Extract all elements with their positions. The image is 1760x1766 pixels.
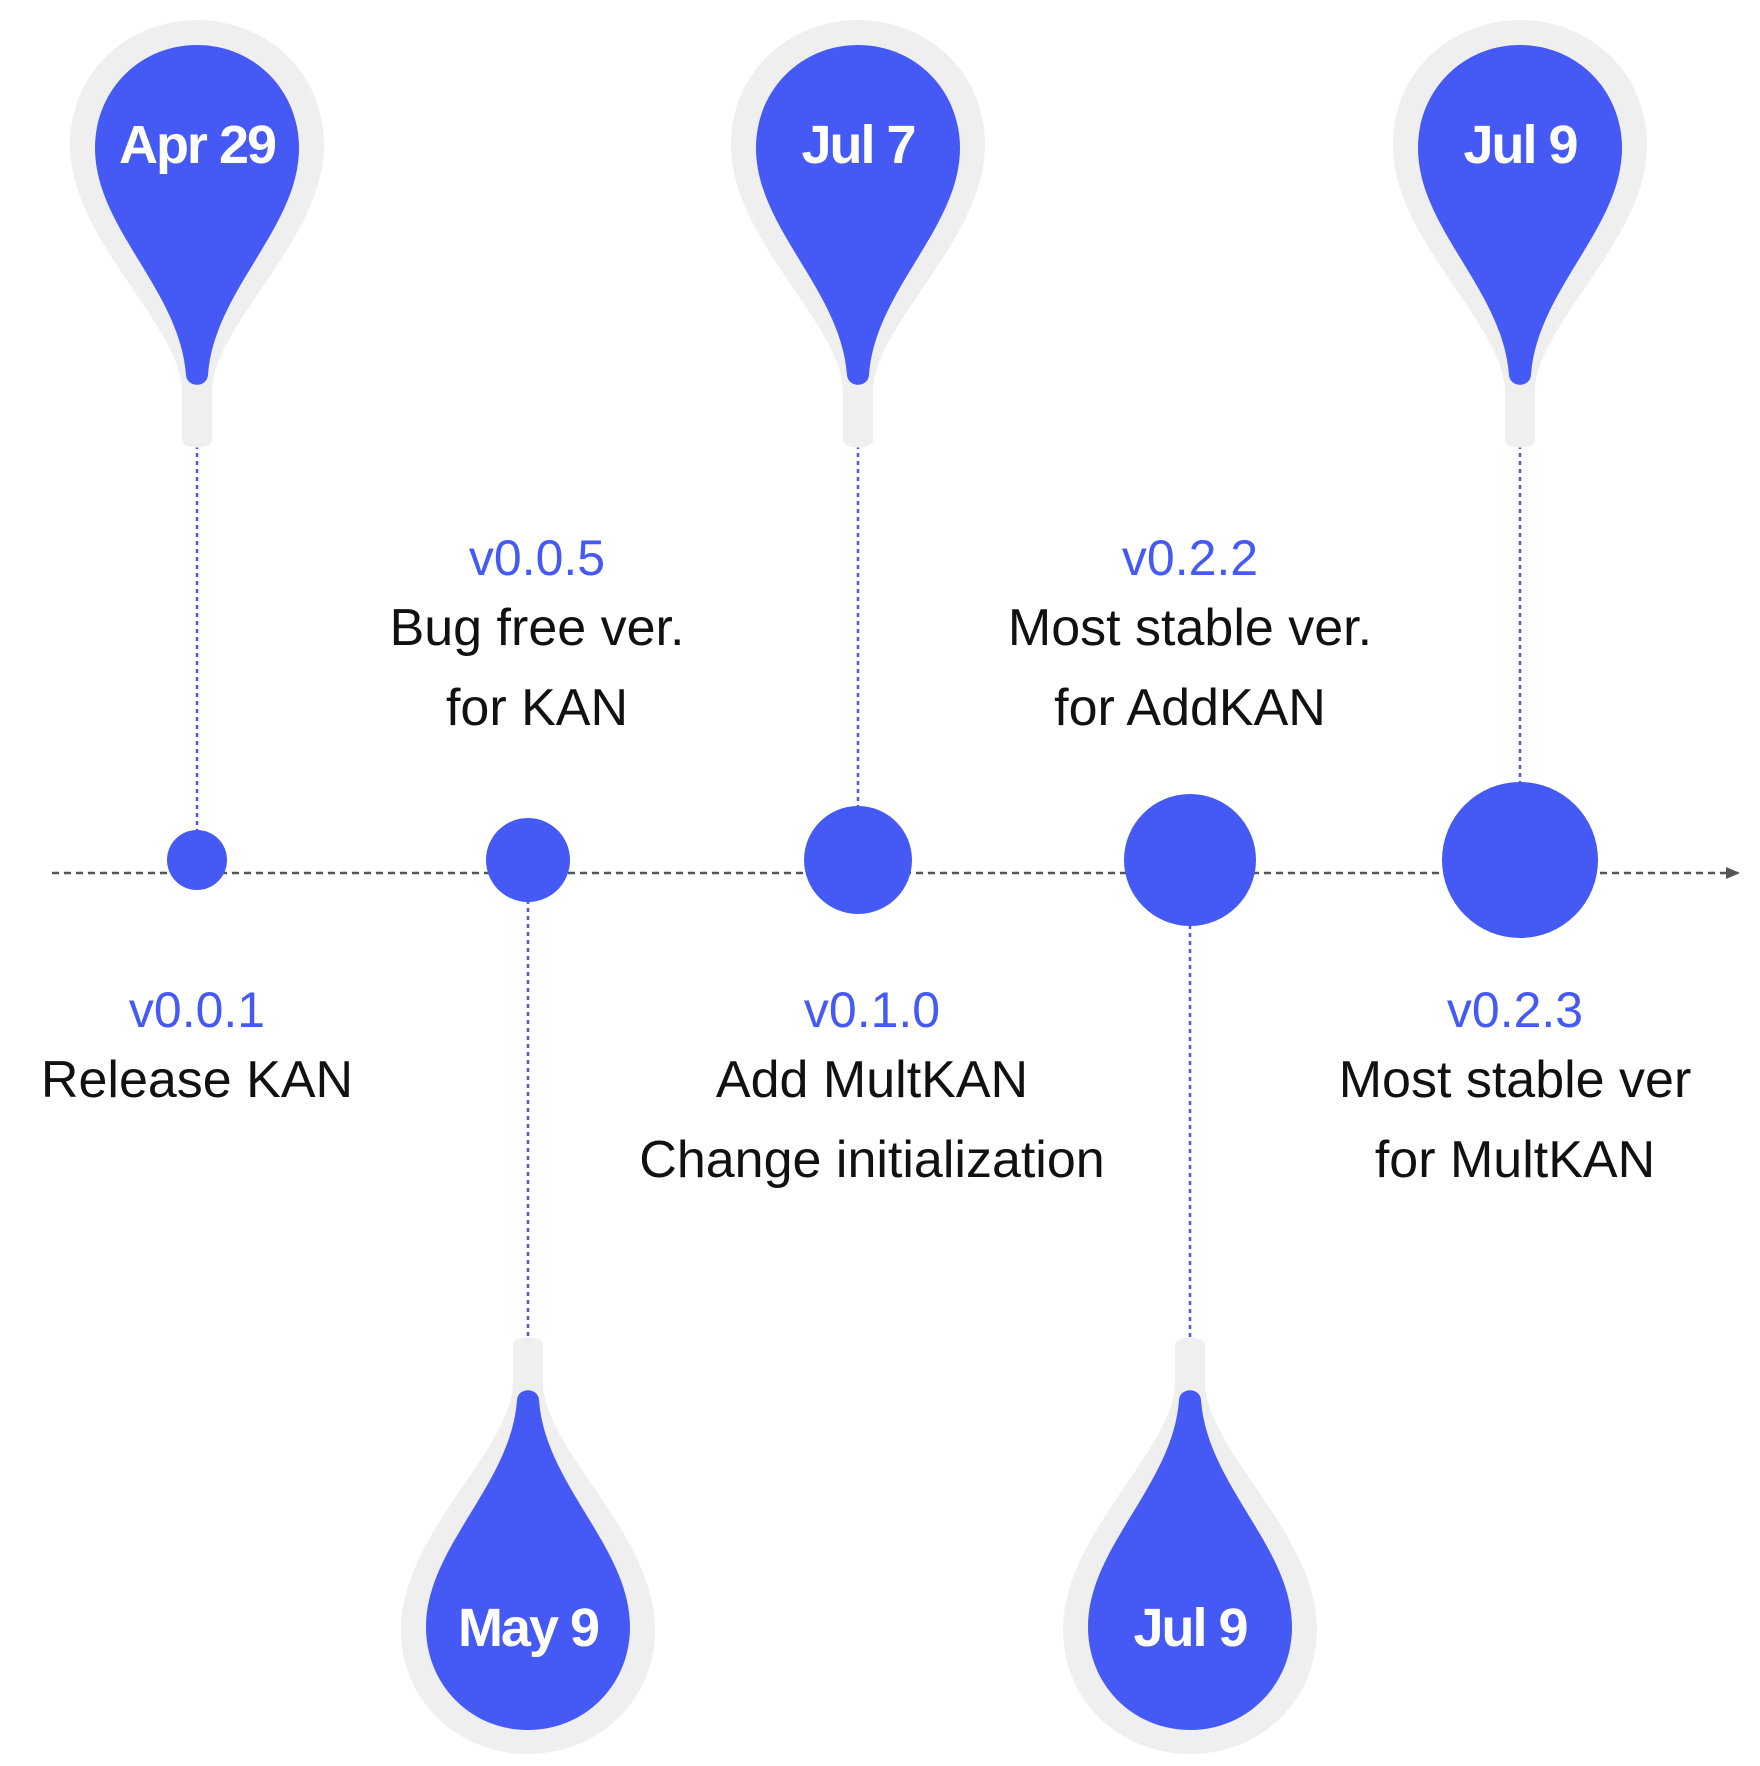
milestone-label-3: v0.1.0 Add MultKAN Change initialization — [639, 980, 1104, 1200]
timeline-dot-3 — [804, 806, 912, 914]
date-text-1: Apr 29 — [119, 115, 276, 175]
description-4-line-2: for AddKAN — [1054, 679, 1326, 737]
date-text-4: Jul 9 — [1133, 1598, 1247, 1658]
timeline-dot-5 — [1442, 782, 1598, 938]
description-4-line-1: Most stable ver. — [1007, 599, 1373, 657]
timeline-dot-4 — [1124, 794, 1256, 926]
timeline-dot-2 — [486, 818, 570, 902]
milestone-label-4: v0.2.2 Most stable ver. for AddKAN — [1008, 528, 1372, 748]
date-pin-5: Jul 9 — [1393, 20, 1647, 448]
date-text-5: Jul 9 — [1463, 115, 1577, 175]
date-pin-1: Apr 29 — [70, 20, 324, 448]
description-3-line-2: Change initialization — [639, 1131, 1105, 1189]
milestone-label-5: v0.2.3 Most stable ver for MultKAN — [1339, 980, 1692, 1200]
description-5-line-1: Most stable ver — [1338, 1051, 1692, 1109]
description-1-line-1: Release KAN — [40, 1051, 354, 1109]
version-text-5: v0.2.3 — [1446, 982, 1584, 1038]
version-text-1: v0.0.1 — [128, 982, 266, 1038]
date-pin-4: Jul 9 — [1063, 1337, 1317, 1754]
description-2-line-1: Bug free ver. — [389, 599, 685, 657]
timeline-dot-1 — [167, 830, 227, 890]
description-2-line-2: for KAN — [445, 679, 629, 737]
milestone-label-2: v0.0.5 Bug free ver. for KAN — [390, 528, 685, 748]
date-text-3: Jul 7 — [801, 115, 914, 175]
date-pin-3: Jul 7 — [731, 20, 985, 448]
version-text-4: v0.2.2 — [1121, 530, 1259, 586]
date-pin-2: May 9 — [401, 1337, 655, 1754]
description-5-line-2: for MultKAN — [1374, 1131, 1656, 1189]
milestone-label-1: v0.0.1 Release KAN — [41, 980, 353, 1120]
version-text-3: v0.1.0 — [803, 982, 941, 1038]
description-3-line-1: Add MultKAN — [715, 1051, 1029, 1109]
version-text-2: v0.0.5 — [468, 530, 606, 586]
date-text-2: May 9 — [458, 1598, 599, 1658]
